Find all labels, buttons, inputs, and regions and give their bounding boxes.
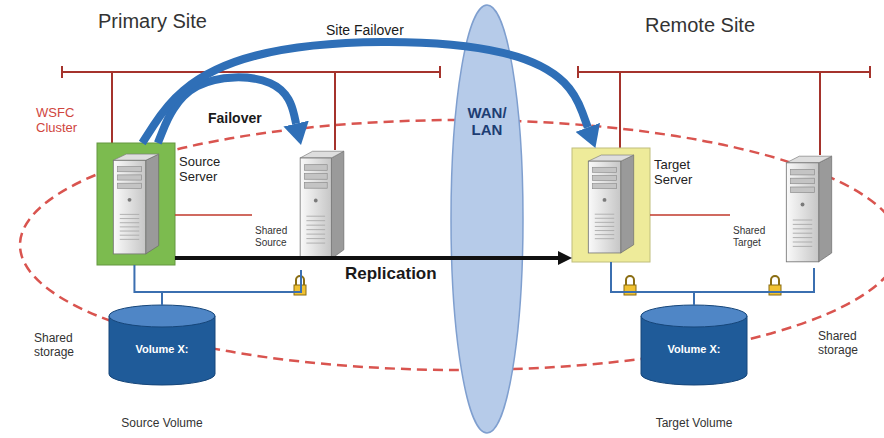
- server-box: Target Server: [572, 148, 650, 262]
- site-title: Primary Site: [98, 10, 258, 33]
- network-cloud: WAN/ LAN: [450, 4, 524, 434]
- text-holder: WSFC Cluster: [36, 106, 88, 136]
- text-holder: Failover: [208, 110, 262, 126]
- edge-label: Failover: [208, 110, 262, 126]
- text-holder: Replication: [345, 264, 437, 284]
- storage-label: Shared storage: [34, 332, 92, 360]
- storage-link: [162, 270, 301, 305]
- node-label: Shared Target: [733, 225, 777, 248]
- text-holder: Primary Site: [98, 10, 258, 33]
- replication-arrow: [175, 256, 558, 260]
- heartbeat-line: [650, 214, 730, 216]
- edge-label: Site Failover: [326, 22, 404, 38]
- text-holder: Volume X:: [108, 343, 216, 356]
- text-holder: Shared storage: [34, 332, 92, 360]
- highlight-box: [572, 148, 650, 262]
- node-label: Volume X:: [108, 343, 216, 356]
- text-holder: Remote Site: [645, 14, 805, 37]
- highlight-box: [97, 143, 175, 265]
- volume-caption: Target Volume: [610, 417, 778, 431]
- text-holder: Site Failover: [326, 22, 404, 38]
- text-holder: Source Volume: [78, 417, 246, 431]
- storage-link: [611, 262, 694, 305]
- server-box: Shared Source: [252, 145, 350, 270]
- storage-volume: Volume X:Source Volume: [108, 305, 216, 385]
- failover-arrow: [158, 77, 296, 143]
- text-holder: Shared Source: [255, 225, 297, 248]
- node-label: WAN/ LAN: [459, 104, 515, 139]
- cluster-label: WSFC Cluster: [36, 106, 88, 136]
- server-box: Source Server: [97, 143, 175, 265]
- server-icon: [584, 153, 638, 255]
- text-holder: Volume X:: [640, 343, 748, 356]
- text-holder: Target Server: [654, 158, 710, 188]
- node-label: Volume X:: [640, 343, 748, 356]
- edge-label: Replication: [345, 264, 437, 284]
- site-title: Remote Site: [645, 14, 805, 37]
- text-holder: WAN/ LAN: [459, 104, 515, 139]
- storage-label: Shared storage: [818, 330, 876, 358]
- heartbeat-line: [175, 214, 252, 216]
- node-label: Source Server: [179, 155, 237, 185]
- node-label: Shared Source: [255, 225, 297, 248]
- storage-link: [134, 265, 162, 305]
- volume-caption: Source Volume: [78, 417, 246, 431]
- site-failover-arrow: [142, 42, 588, 143]
- server-icon: [782, 154, 836, 264]
- server-icon: [296, 149, 348, 261]
- text-holder: Source Server: [179, 155, 237, 185]
- text-holder: Shared Target: [733, 225, 777, 248]
- server-box: Shared Target: [730, 150, 842, 268]
- ellipse-shape: [450, 4, 524, 434]
- storage-volume: Volume X:Target Volume: [640, 305, 748, 385]
- storage-link: [694, 268, 814, 305]
- text-holder: Shared storage: [818, 330, 876, 358]
- node-label: Target Server: [654, 158, 710, 188]
- server-icon: [109, 152, 163, 256]
- text-holder: Target Volume: [610, 417, 778, 431]
